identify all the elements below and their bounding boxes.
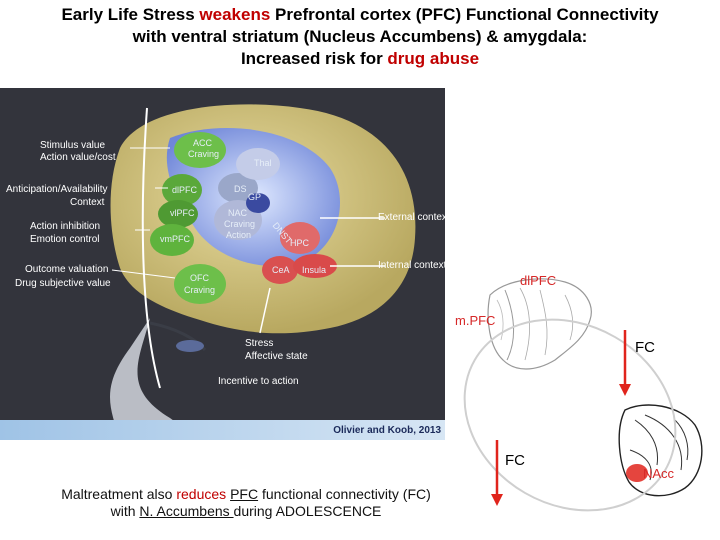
caption-text: Maltreatment also bbox=[61, 486, 176, 502]
title-highlight: weakens bbox=[199, 5, 270, 24]
caption-underlined: PFC bbox=[230, 486, 258, 502]
caption-text: functional connectivity (FC) bbox=[258, 486, 431, 502]
title-line-2: with ventral striatum (Nucleus Accumbens… bbox=[0, 26, 720, 48]
fc-label-bottom: FC bbox=[505, 452, 525, 469]
title-text: Prefrontal cortex (PFC) Functional Conne… bbox=[270, 5, 658, 24]
region-action: Action bbox=[226, 230, 251, 240]
region-thal: Thal bbox=[254, 158, 272, 168]
label-internal-context: Internal context bbox=[378, 260, 445, 272]
caption-highlight: reduces bbox=[176, 486, 226, 502]
label-affective-state: Affective state bbox=[245, 351, 308, 363]
slide-title: Early Life Stress weakens Prefrontal cor… bbox=[0, 4, 720, 70]
label-context: Context bbox=[70, 197, 104, 209]
title-text: Early Life Stress bbox=[61, 5, 199, 24]
label-dlpfc: dlPFC bbox=[520, 273, 556, 288]
label-mpfc: m.PFC bbox=[455, 313, 495, 328]
label-outcome-valuation: Outcome valuation bbox=[25, 264, 108, 276]
region-nac: NAC bbox=[228, 208, 247, 218]
region-dlpfc: dlPFC bbox=[172, 185, 197, 195]
rat-brain-schematic bbox=[445, 260, 720, 540]
label-external-context: External context bbox=[378, 212, 445, 224]
region-craving: Craving bbox=[184, 285, 215, 295]
label-anticipation: Anticipation/Availability bbox=[6, 184, 108, 196]
region-hpc: HPC bbox=[290, 238, 309, 248]
region-insula: Insula bbox=[302, 265, 326, 275]
label-incentive-to-action: Incentive to action bbox=[218, 376, 299, 388]
label-stimulus-value: Stimulus value bbox=[40, 140, 105, 152]
region-craving: Craving bbox=[224, 219, 255, 229]
region-acc: ACC bbox=[193, 138, 212, 148]
caption-underlined: N. Accumbens bbox=[139, 503, 233, 519]
region-craving: Craving bbox=[188, 149, 219, 159]
caption-text: during ADOLESCENCE bbox=[234, 503, 382, 519]
region-vlpfc: vlPFC bbox=[170, 208, 195, 218]
region-vmpfc: vmPFC bbox=[160, 234, 190, 244]
label-nacc: NAcc bbox=[643, 466, 674, 481]
region-ds: DS bbox=[234, 184, 247, 194]
caption: Maltreatment also reduces PFC functional… bbox=[26, 486, 466, 520]
caption-text: with bbox=[111, 503, 140, 519]
brain-figure: Stimulus value Action value/cost Anticip… bbox=[0, 88, 445, 440]
region-gp: GP bbox=[248, 192, 261, 202]
label-stress: Stress bbox=[245, 338, 273, 350]
figure-credit: Olivier and Koob, 2013 bbox=[333, 425, 441, 436]
fc-label-top: FC bbox=[635, 339, 655, 356]
label-emotion-control: Emotion control bbox=[30, 234, 99, 246]
title-highlight: drug abuse bbox=[387, 49, 479, 68]
label-drug-subjective-value: Drug subjective value bbox=[15, 278, 111, 290]
region-cea: CeA bbox=[272, 265, 290, 275]
label-action-inhibition: Action inhibition bbox=[30, 221, 100, 233]
title-text: Increased risk for bbox=[241, 49, 387, 68]
label-action-value: Action value/cost bbox=[40, 152, 116, 164]
region-ofc: OFC bbox=[190, 273, 209, 283]
